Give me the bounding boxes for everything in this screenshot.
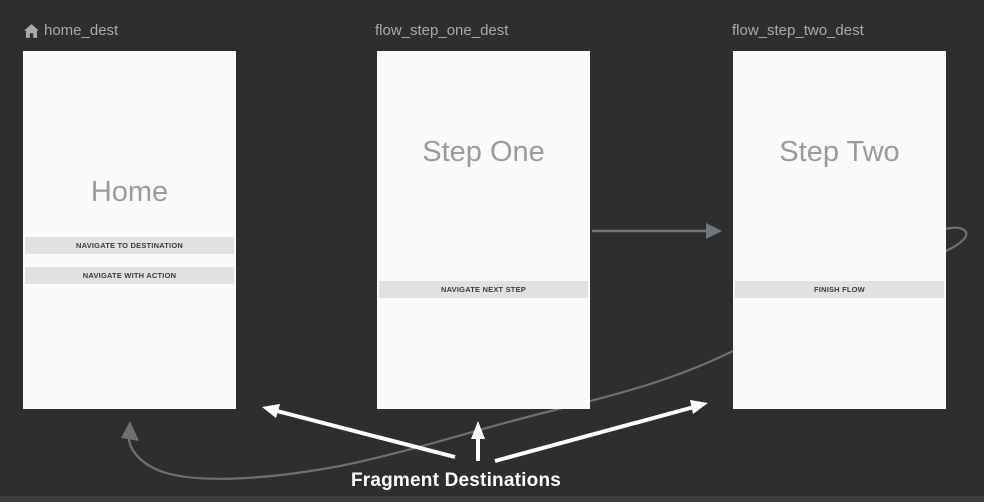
destination-header-flow-step-one-dest[interactable]: flow_step_one_dest (375, 21, 508, 41)
home-icon (24, 23, 39, 38)
bottom-strip (0, 496, 984, 502)
destination-label: flow_step_two_dest (732, 22, 864, 39)
preview-title: Step Two (779, 136, 900, 168)
destination-card-flow-step-one-dest[interactable]: Step One NAVIGATE NEXT STEP (377, 51, 590, 409)
destination-card-home-dest[interactable]: Home NAVIGATE TO DESTINATION NAVIGATE WI… (23, 51, 236, 409)
arrowhead-icon (706, 223, 722, 239)
navigate-with-action-button[interactable]: NAVIGATE WITH ACTION (25, 267, 234, 284)
arrowhead-icon (121, 421, 139, 441)
destination-label: flow_step_one_dest (375, 22, 509, 39)
preview-title: Step One (422, 136, 545, 168)
preview-title: Home (90, 176, 169, 208)
destination-card-flow-step-two-dest[interactable]: Step Two FINISH FLOW (733, 51, 946, 409)
destination-header-flow-step-two-dest[interactable]: flow_step_two_dest (732, 21, 864, 41)
action-arrow-step-one-to-step-two[interactable] (592, 223, 722, 239)
navigate-next-step-button[interactable]: NAVIGATE NEXT STEP (379, 281, 588, 298)
destination-header-home-dest[interactable]: home_dest (23, 21, 118, 41)
destination-label: home_dest (44, 22, 119, 39)
navigate-to-destination-button[interactable]: NAVIGATE TO DESTINATION (25, 237, 234, 254)
finish-flow-button[interactable]: FINISH FLOW (735, 281, 944, 298)
fragment-destinations-caption: Fragment Destinations (350, 470, 562, 491)
